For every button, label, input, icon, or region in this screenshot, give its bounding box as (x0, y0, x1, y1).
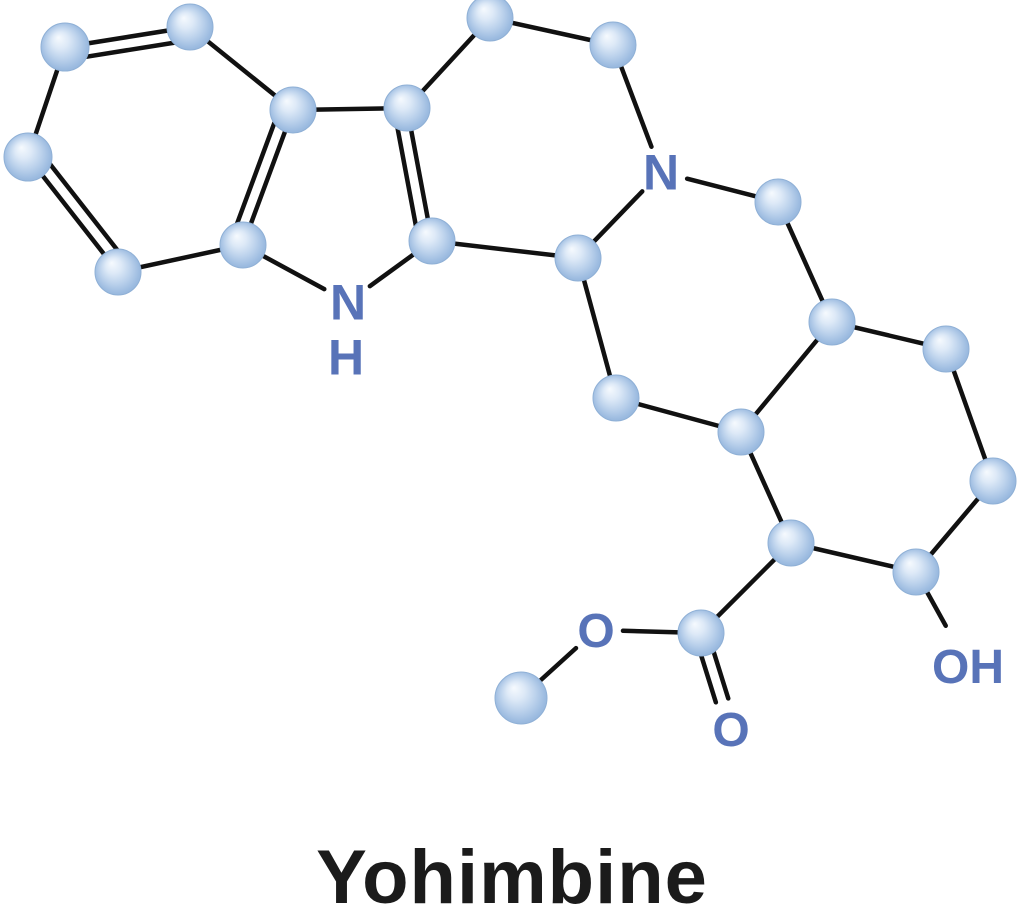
bond-line (394, 123, 419, 230)
atom-sphere (166, 3, 214, 51)
atom-label-N: N (330, 275, 366, 331)
atom-sphere (808, 298, 856, 346)
atom-sphere (677, 609, 725, 657)
atom-sphere (494, 671, 548, 725)
atom-label-N: N (643, 145, 679, 201)
atom-sphere (892, 548, 940, 596)
bond-line (80, 40, 179, 60)
atom-label-OH: OH (932, 641, 1004, 694)
atom-sphere (466, 0, 514, 42)
bond-line (240, 107, 296, 248)
atom-sphere (269, 86, 317, 134)
atom-sphere (408, 217, 456, 265)
atom-sphere (922, 325, 970, 373)
atom-sphere (40, 22, 90, 72)
atom-label-H: H (328, 330, 364, 386)
atom-label-O: O (577, 605, 614, 658)
atom-label-O: O (712, 704, 749, 757)
atom-sphere (717, 408, 765, 456)
atom-sphere (554, 234, 602, 282)
bond-line (429, 238, 581, 261)
bond-line (575, 255, 619, 401)
atom-sphere (754, 178, 802, 226)
atom-sphere (3, 132, 53, 182)
molecule-title: Yohimbine (316, 835, 708, 920)
bond-line (45, 159, 121, 254)
bond-line (234, 118, 278, 228)
atom-sphere (767, 519, 815, 567)
bond-line (738, 319, 835, 435)
atom-sphere (383, 84, 431, 132)
atom-sphere (219, 221, 267, 269)
atom-sphere (94, 248, 142, 296)
atom-sphere (589, 21, 637, 69)
atom-sphere (969, 457, 1017, 505)
atom-sphere (592, 374, 640, 422)
